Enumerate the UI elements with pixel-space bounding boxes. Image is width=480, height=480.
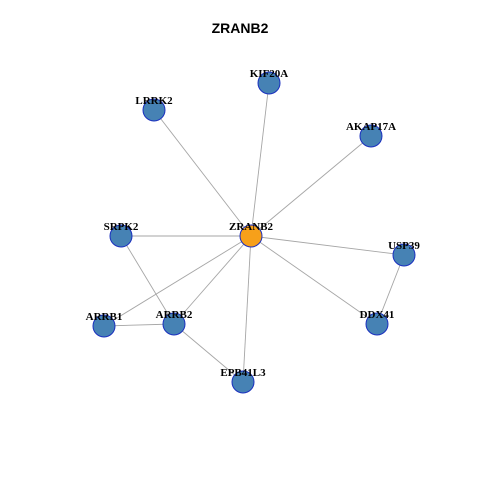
edge-zranb2-kif20a (250, 82, 270, 237)
chart-title: ZRANB2 (211, 20, 269, 36)
node-zranb2 (239, 224, 263, 248)
node-label-epb41l3: EPB41L3 (220, 367, 266, 379)
edge-arrb1-arrb2 (103, 323, 175, 327)
edges-layer (103, 82, 405, 383)
node-srpk2 (109, 224, 133, 248)
edge-zranb2-epb41l3 (242, 235, 252, 383)
node-label-ddx41: DDX41 (360, 309, 395, 321)
node-label-akap17a: AKAP17A (346, 121, 396, 133)
node-label-arrb2: ARRB2 (156, 309, 193, 321)
node-ddx41 (365, 312, 389, 336)
edge-zranb2-lrrk2 (153, 109, 252, 237)
node-label-arrb1: ARRB1 (86, 311, 123, 323)
node-arrb1 (92, 314, 116, 338)
node-label-usp39: USP39 (388, 240, 420, 252)
node-epb41l3 (231, 370, 255, 394)
edge-zranb2-usp39 (250, 235, 405, 256)
node-kif20a (257, 71, 281, 95)
edge-zranb2-akap17a (250, 135, 372, 237)
node-label-lrrk2: LRRK2 (135, 95, 173, 107)
edge-arrb2-epb41l3 (173, 323, 244, 383)
edge-zranb2-arrb1 (103, 235, 252, 327)
edge-usp39-ddx41 (376, 254, 405, 325)
edge-zranb2-arrb2 (173, 235, 252, 325)
node-arrb2 (162, 312, 186, 336)
node-label-kif20a: KIF20A (250, 68, 289, 80)
node-akap17a (359, 124, 383, 148)
node-label-zranb2: ZRANB2 (229, 221, 274, 233)
edge-zranb2-ddx41 (250, 235, 378, 325)
node-label-srpk2: SRPK2 (104, 221, 139, 233)
node-usp39 (392, 243, 416, 267)
nodes-layer (92, 71, 416, 394)
node-lrrk2 (142, 98, 166, 122)
edge-srpk2-arrb2 (120, 235, 175, 325)
